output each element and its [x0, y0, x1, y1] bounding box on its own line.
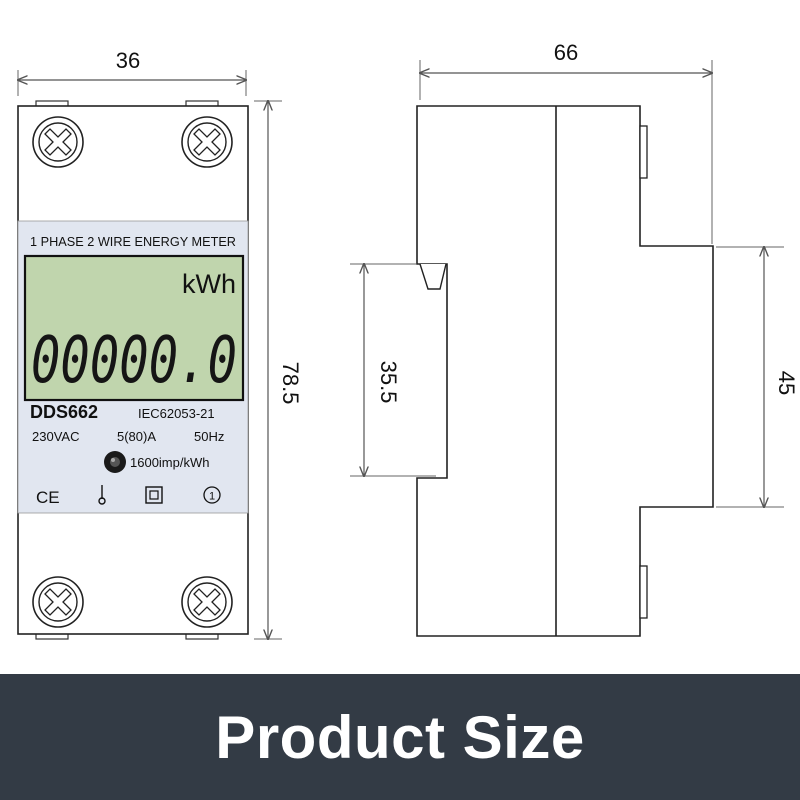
frequency-rating: 50Hz [194, 429, 224, 444]
voltage-rating: 230VAC [32, 429, 79, 444]
side-view [416, 105, 714, 637]
current-rating: 5(80)A [117, 429, 156, 444]
banner-title: Product Size [215, 703, 585, 771]
terminal-screw-icon [32, 576, 84, 628]
meter-title: 1 PHASE 2 WIRE ENERGY METER [30, 235, 236, 249]
standard-code: IEC62053-21 [138, 406, 215, 421]
lcd-display [23, 254, 245, 402]
terminal-screw-icon [181, 116, 233, 168]
pulse-rate: 1600imp/kWh [130, 455, 209, 470]
rail-slot-label: 35.5 [376, 361, 401, 404]
lcd-reading: 00000.0 [31, 324, 237, 398]
lcd-unit: kWh [182, 269, 236, 299]
side-width-label: 66 [554, 40, 578, 65]
double-insulation-icon [145, 486, 163, 504]
class-1-mark: 1 [209, 491, 215, 503]
dimension-front-width: 36 [18, 48, 246, 96]
pulse-led-icon [104, 451, 126, 473]
ground-probe-icon [98, 485, 106, 505]
dimension-side-step: 45 [716, 247, 799, 507]
dimension-side-width: 66 [420, 40, 712, 244]
side-step-label: 45 [774, 371, 799, 395]
product-size-banner: Product Size [0, 674, 800, 800]
front-view: 1 PHASE 2 WIRE ENERGY METER kWh 00000.0 … [17, 100, 249, 640]
dimension-front-height: 78.5 [254, 101, 303, 639]
class-1-icon: 1 [203, 486, 221, 504]
ce-mark-icon: CE [36, 488, 60, 507]
front-width-label: 36 [116, 48, 140, 73]
dimension-rail-slot: 35.5 [350, 264, 436, 476]
terminal-screw-icon [32, 116, 84, 168]
front-height-label: 78.5 [278, 362, 303, 405]
model-number: DDS662 [30, 402, 98, 422]
terminal-screw-icon [181, 576, 233, 628]
